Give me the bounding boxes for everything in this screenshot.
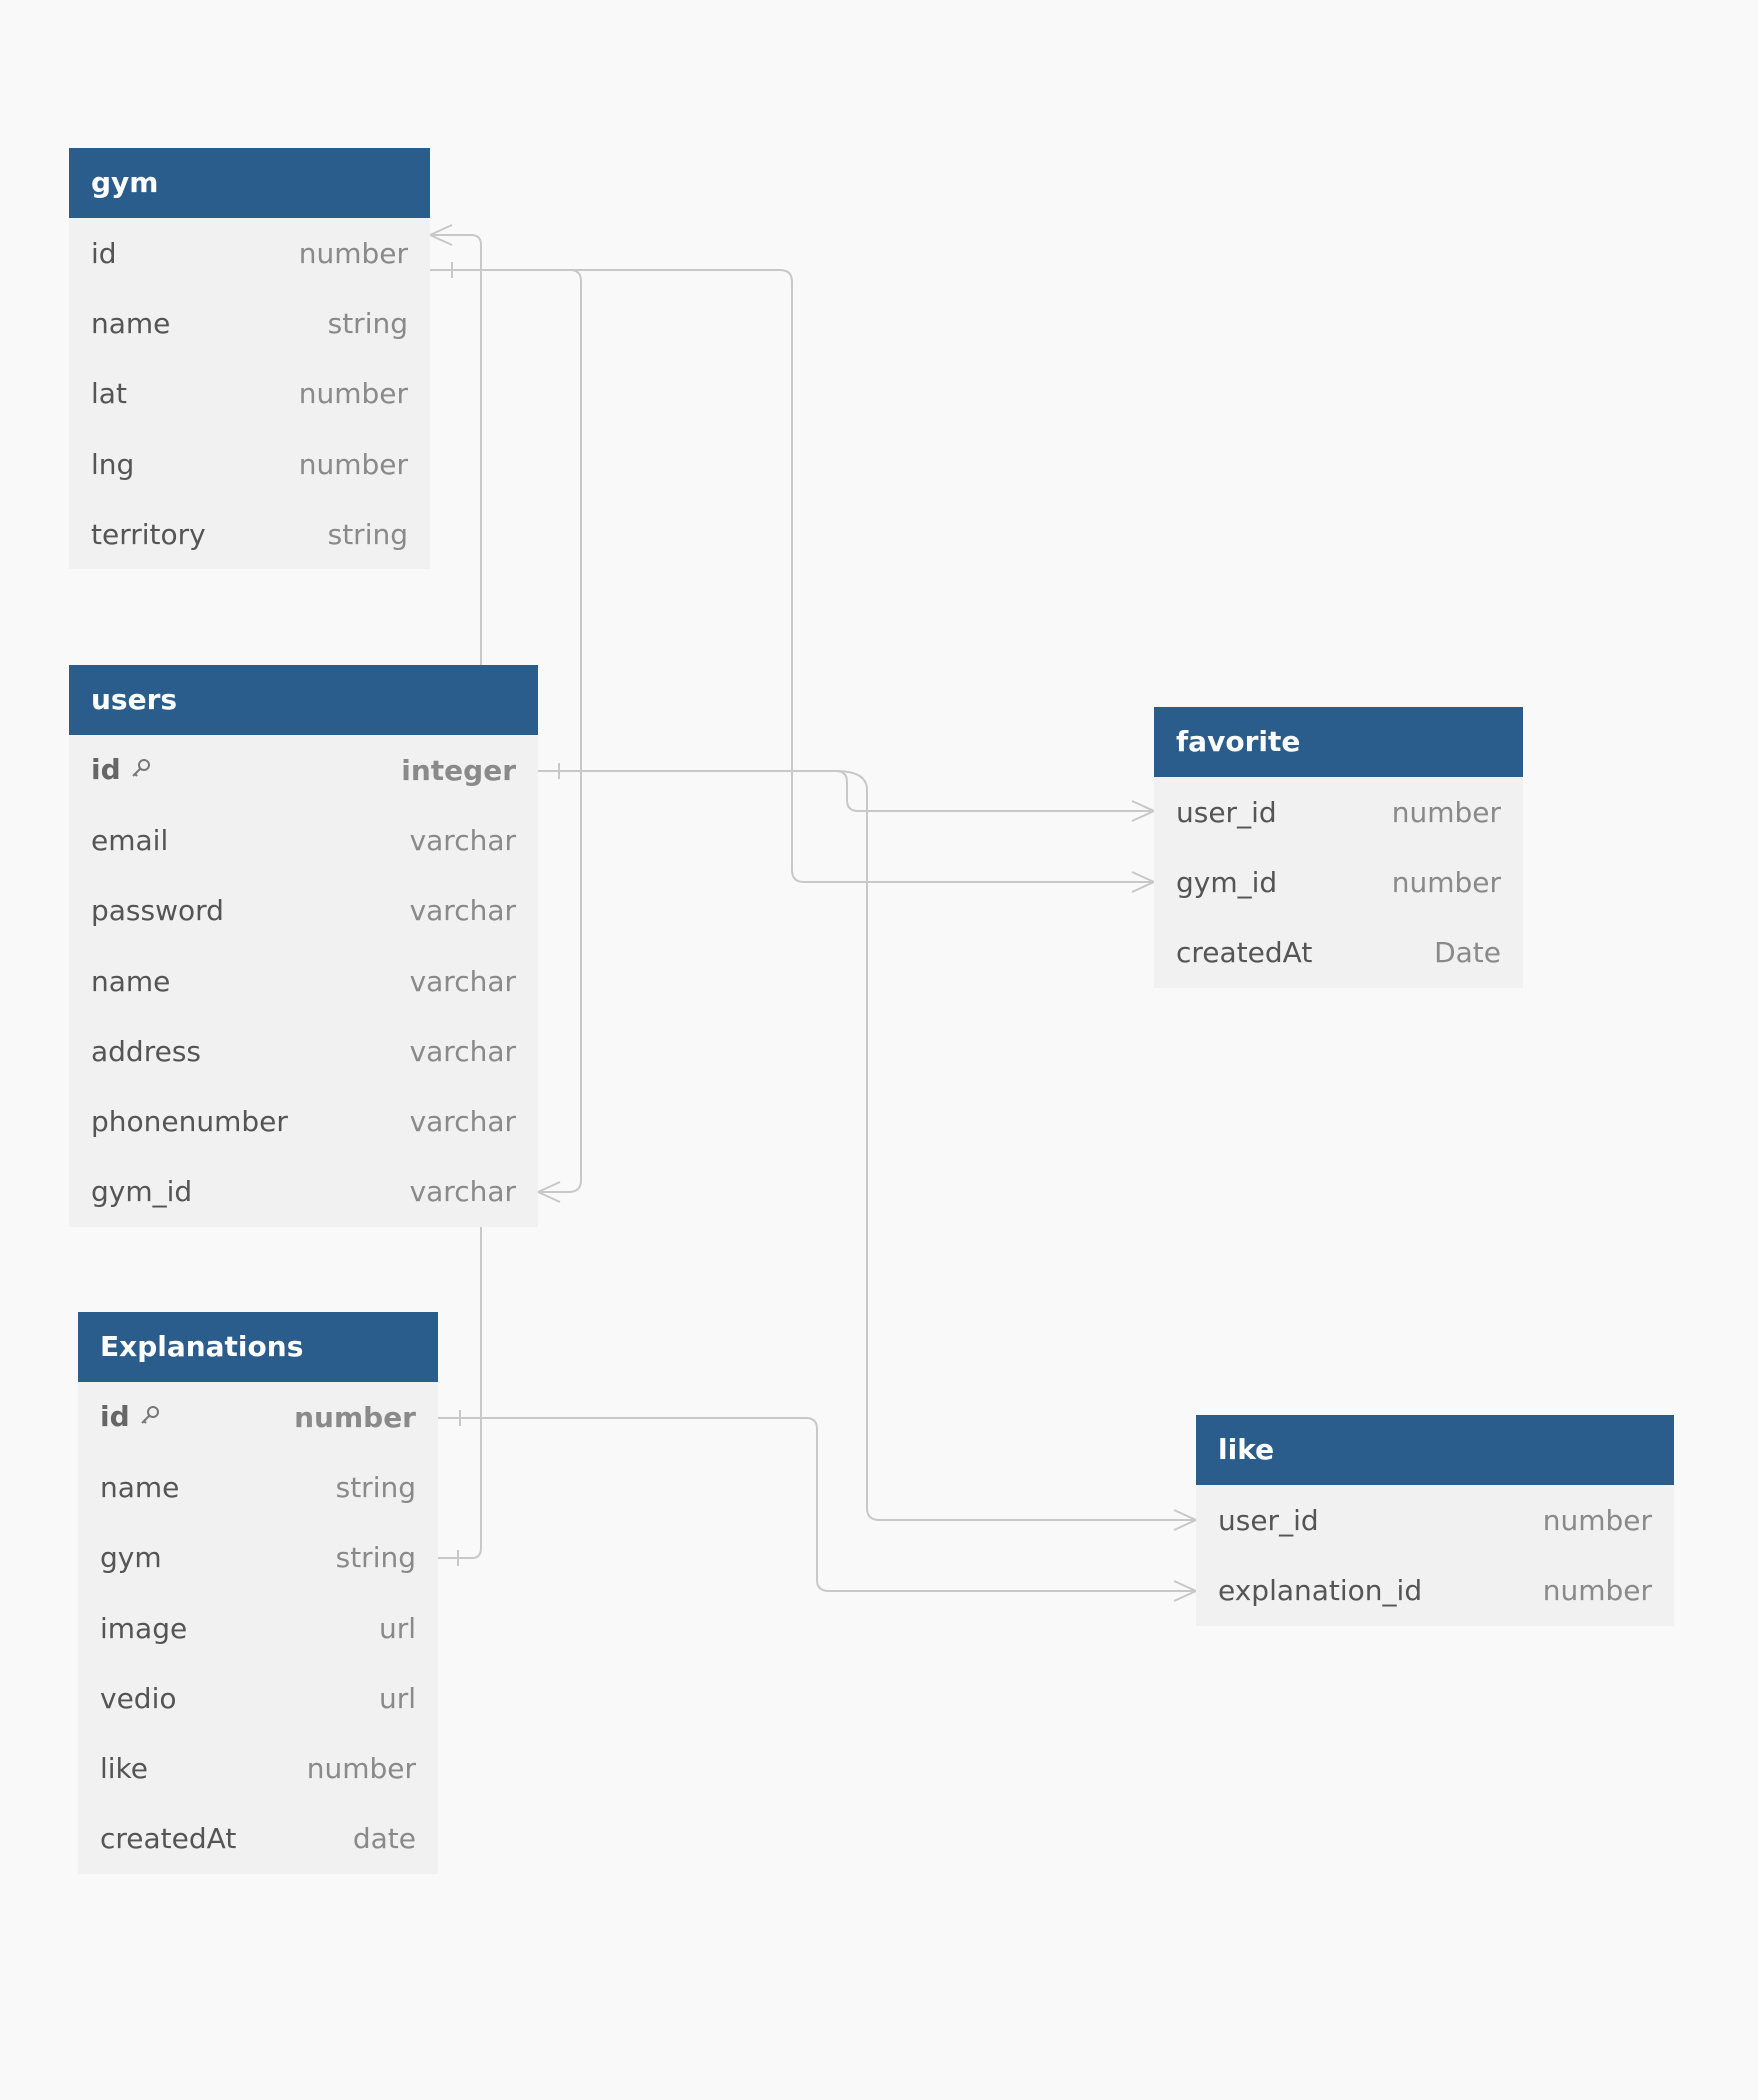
- field-type: string: [335, 1470, 416, 1504]
- field-row[interactable]: territory string: [69, 499, 430, 569]
- field-row[interactable]: password varchar: [69, 876, 538, 946]
- field-name: lat: [91, 377, 127, 411]
- crowfoot-like-explanation-id: [1173, 1580, 1199, 1602]
- field-type: number: [1391, 795, 1501, 829]
- field-type: number: [298, 236, 408, 270]
- field-name: email: [91, 823, 169, 857]
- field-type: string: [327, 517, 408, 551]
- field-name: address: [91, 1034, 202, 1068]
- entity-title[interactable]: like: [1196, 1415, 1674, 1485]
- field-name: phonenumber: [91, 1105, 288, 1139]
- field-name: id: [100, 1399, 130, 1433]
- entity-title[interactable]: gym: [69, 148, 430, 218]
- field-row[interactable]: phonenumber varchar: [69, 1086, 538, 1156]
- field-name: createdAt: [100, 1822, 237, 1856]
- rel-users-id-to-favorite-user-id: [538, 770, 1154, 812]
- field-type: varchar: [409, 1034, 516, 1068]
- field-name: image: [100, 1611, 188, 1645]
- field-name: password: [91, 894, 224, 928]
- field-row[interactable]: name string: [69, 288, 430, 358]
- field-row[interactable]: like number: [78, 1733, 438, 1803]
- field-type: varchar: [409, 1175, 516, 1209]
- field-type: varchar: [409, 894, 516, 928]
- field-row-primary-key[interactable]: id integer: [69, 735, 538, 805]
- entity-favorite[interactable]: favorite user_id number gym_id number cr…: [1154, 707, 1523, 988]
- field-type: date: [352, 1822, 416, 1856]
- field-type: integer: [401, 753, 516, 787]
- field-type: number: [1391, 865, 1501, 899]
- field-type: number: [298, 377, 408, 411]
- field-name: gym: [100, 1541, 162, 1575]
- field-name: lng: [91, 447, 135, 481]
- field-row[interactable]: email varchar: [69, 805, 538, 875]
- field-row[interactable]: explanation_id number: [1196, 1555, 1674, 1625]
- entity-like[interactable]: like user_id number explanation_id numbe…: [1196, 1415, 1674, 1626]
- key-icon: [129, 754, 153, 787]
- field-name: createdAt: [1176, 936, 1313, 970]
- field-row-primary-key[interactable]: id number: [78, 1382, 438, 1452]
- field-name: explanation_id: [1218, 1573, 1423, 1607]
- crowfoot-favorite-user-id: [1131, 800, 1157, 822]
- field-name: territory: [91, 517, 206, 551]
- field-row[interactable]: name varchar: [69, 946, 538, 1016]
- crowfoot-favorite-gym-id: [1131, 871, 1157, 893]
- field-row[interactable]: createdAt date: [78, 1804, 438, 1874]
- entity-title[interactable]: Explanations: [78, 1312, 438, 1382]
- field-row[interactable]: vedio url: [78, 1663, 438, 1733]
- field-type: string: [327, 306, 408, 340]
- entity-users[interactable]: users id integer email varchar password …: [69, 665, 538, 1228]
- field-type: url: [378, 1611, 416, 1645]
- field-row[interactable]: lat number: [69, 359, 430, 429]
- field-type: number: [298, 447, 408, 481]
- field-type: number: [294, 1400, 416, 1434]
- field-type: number: [1542, 1503, 1652, 1537]
- rel-gym-id-to-favorite-gym-id: [570, 269, 1154, 883]
- field-row[interactable]: gym string: [78, 1523, 438, 1593]
- field-type: url: [378, 1681, 416, 1715]
- field-name: user_id: [1176, 795, 1277, 829]
- crowfoot-users-gym-id: [535, 1181, 561, 1203]
- field-row[interactable]: gym_id number: [1154, 847, 1523, 917]
- field-type: number: [306, 1752, 416, 1786]
- field-row[interactable]: image url: [78, 1593, 438, 1663]
- crowfoot-gym-id: [427, 224, 453, 246]
- field-name: name: [91, 964, 171, 998]
- field-name: id: [91, 752, 121, 786]
- field-type: varchar: [409, 964, 516, 998]
- field-name: name: [91, 306, 171, 340]
- field-row[interactable]: user_id number: [1196, 1485, 1674, 1555]
- field-name-wrap: id: [91, 753, 153, 788]
- field-name: vedio: [100, 1681, 177, 1715]
- field-type: number: [1542, 1573, 1652, 1607]
- field-type: string: [335, 1541, 416, 1575]
- entity-title[interactable]: favorite: [1154, 707, 1523, 777]
- field-name: gym_id: [1176, 865, 1278, 899]
- field-name: name: [100, 1470, 180, 1504]
- field-name: user_id: [1218, 1503, 1319, 1537]
- rel-explanations-id-to-like-explanation-id: [438, 1417, 1196, 1592]
- field-row[interactable]: lng number: [69, 429, 430, 499]
- field-row[interactable]: address varchar: [69, 1016, 538, 1086]
- field-type: varchar: [409, 1105, 516, 1139]
- field-row[interactable]: name string: [78, 1452, 438, 1522]
- field-row[interactable]: gym_id varchar: [69, 1157, 538, 1227]
- key-icon: [138, 1401, 162, 1434]
- field-row[interactable]: id number: [69, 218, 430, 288]
- entity-gym[interactable]: gym id number name string lat number lng…: [69, 148, 430, 570]
- entity-title[interactable]: users: [69, 665, 538, 735]
- field-name: id: [91, 236, 117, 270]
- rel-users-id-to-like-user-id: [835, 770, 1196, 1521]
- crowfoot-like-user-id: [1173, 1509, 1199, 1531]
- field-type: Date: [1434, 936, 1501, 970]
- field-name: gym_id: [91, 1175, 193, 1209]
- field-row[interactable]: createdAt Date: [1154, 918, 1523, 988]
- field-name: like: [100, 1752, 149, 1786]
- field-row[interactable]: user_id number: [1154, 777, 1523, 847]
- entity-explanations[interactable]: Explanations id number name string gym s…: [78, 1312, 438, 1875]
- field-type: varchar: [409, 823, 516, 857]
- field-name-wrap: id: [100, 1400, 162, 1435]
